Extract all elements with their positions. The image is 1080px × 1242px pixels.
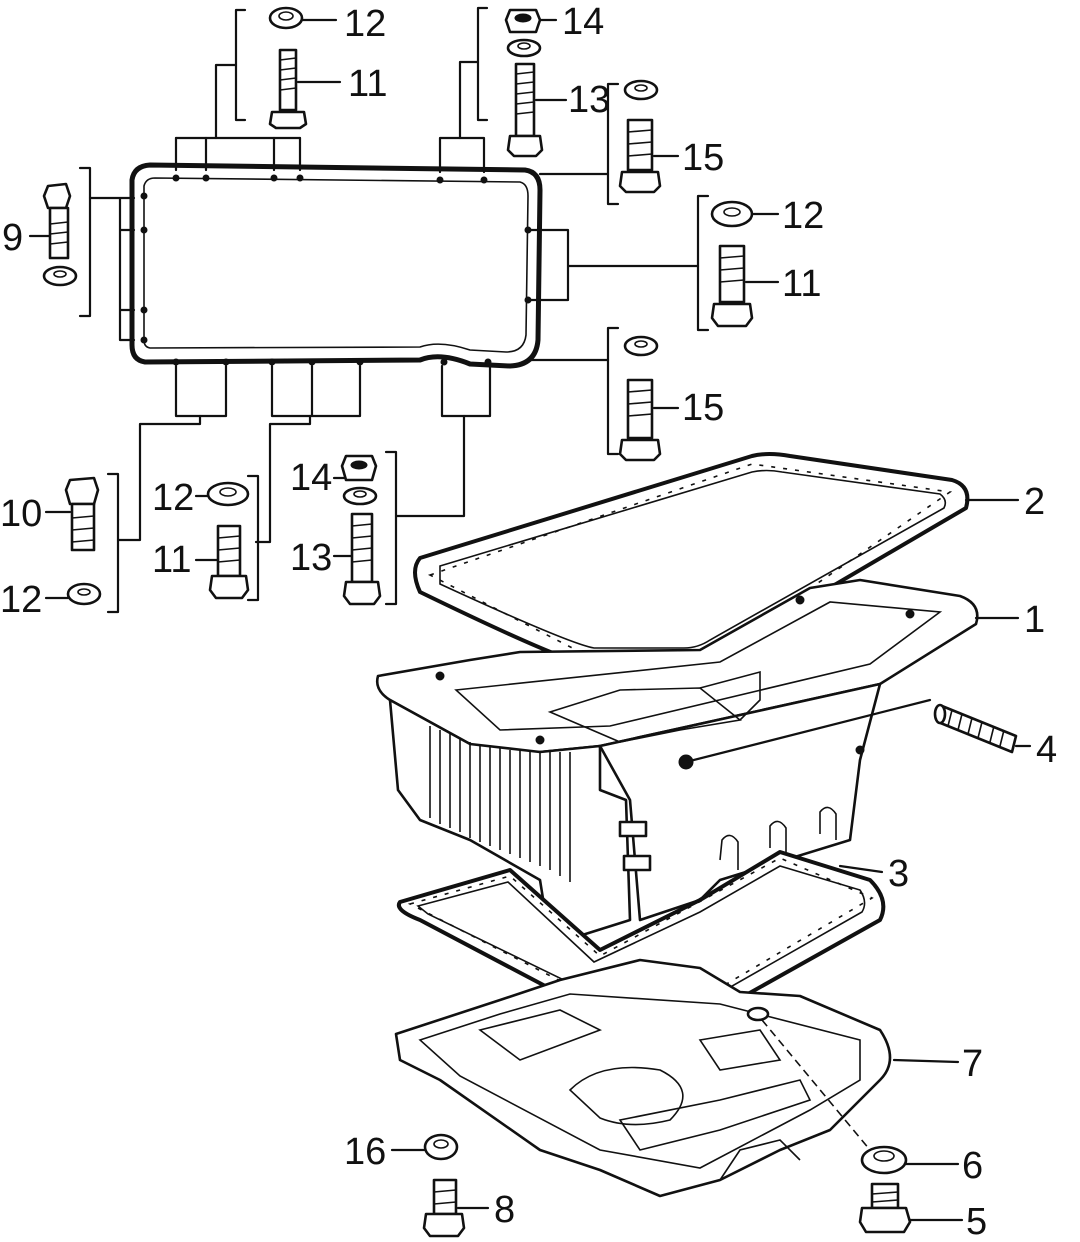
callout-8: 8 xyxy=(494,1189,515,1231)
callout-3: 3 xyxy=(888,853,909,895)
lower-oil-pan xyxy=(394,958,892,1198)
callout-13: 13 xyxy=(568,79,610,121)
callout-13: 13 xyxy=(290,537,332,579)
callout-12: 12 xyxy=(0,579,42,621)
callout-6: 6 xyxy=(962,1145,983,1187)
callout-16: 16 xyxy=(344,1131,386,1173)
callout-12: 12 xyxy=(152,477,194,519)
callout-15: 15 xyxy=(682,387,724,429)
callout-11: 11 xyxy=(152,539,191,581)
callout-7: 7 xyxy=(962,1043,983,1085)
leader-lines xyxy=(78,6,710,614)
callout-12: 12 xyxy=(344,3,386,45)
callout-12: 12 xyxy=(782,195,824,237)
stud-bolt xyxy=(933,703,1018,754)
callout-11: 11 xyxy=(782,263,821,305)
oil-pan xyxy=(375,578,979,944)
callout-4: 4 xyxy=(1036,729,1057,771)
callout-14: 14 xyxy=(562,1,604,43)
hardware-parts xyxy=(42,6,754,606)
gasket-outline-top-view xyxy=(129,162,543,369)
callout-9: 9 xyxy=(2,217,23,259)
callout-1: 1 xyxy=(1024,599,1045,641)
callout-leaders xyxy=(28,18,1032,1222)
drain-hardware xyxy=(422,1133,912,1238)
callout-2: 2 xyxy=(1024,481,1045,523)
callout-15: 15 xyxy=(682,137,724,179)
callout-11: 11 xyxy=(348,63,387,105)
callout-labels: 12 11 14 13 15 9 12 11 15 10 12 11 12 14… xyxy=(0,1,1057,1242)
callout-10: 10 xyxy=(0,493,42,535)
callout-5: 5 xyxy=(966,1201,987,1242)
callout-14: 14 xyxy=(290,457,332,499)
